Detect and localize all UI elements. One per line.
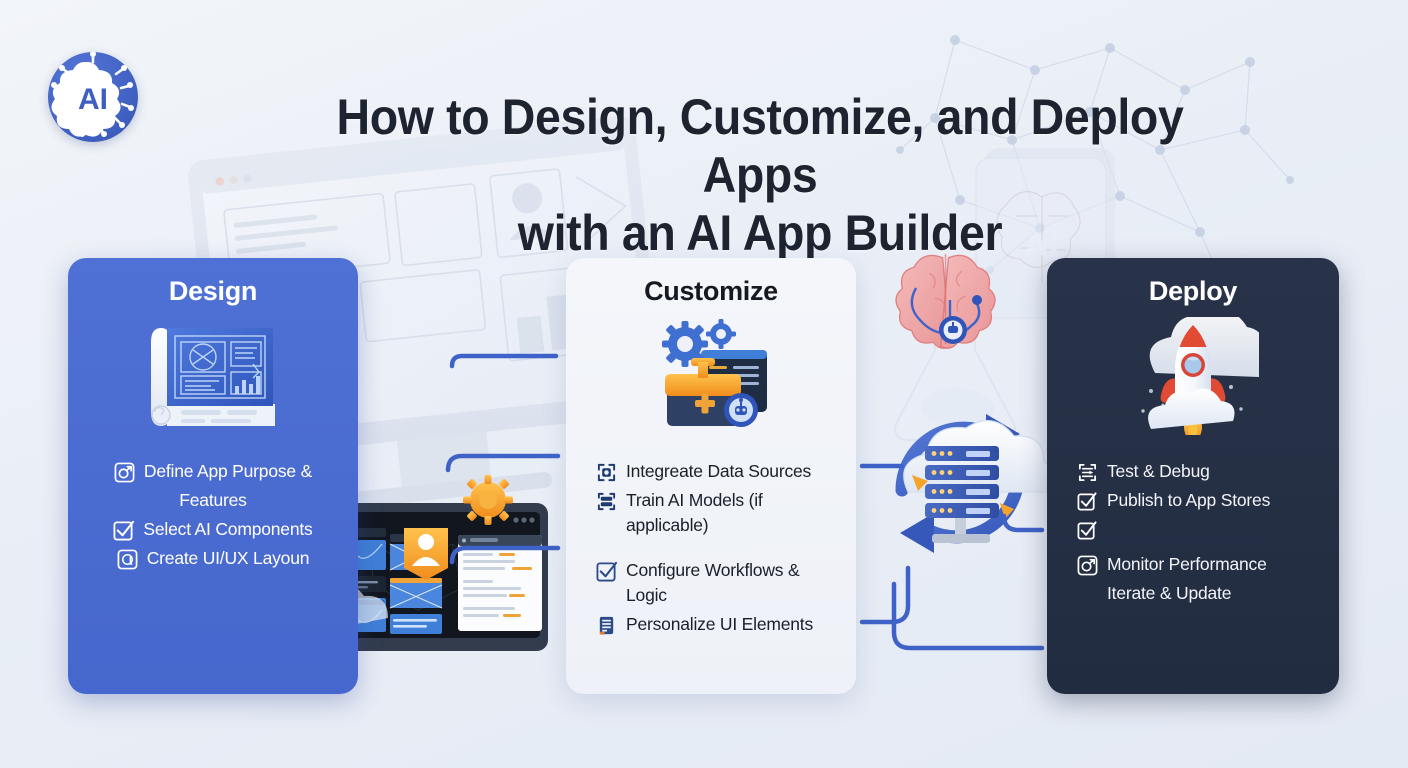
list-item-label: Features xyxy=(179,490,247,510)
list-item[interactable]: Select AI Components xyxy=(113,515,313,544)
list-item-label: Select AI Components xyxy=(143,519,313,539)
card-design-items: Define App Purpose & Features Select AI … xyxy=(84,457,342,573)
list-item[interactable]: Test & Debug xyxy=(1063,457,1323,486)
logo-text: AI xyxy=(78,83,108,116)
checkbox-checked-icon xyxy=(1077,491,1098,512)
title-line-2: with an AI App Builder xyxy=(517,205,1003,261)
logo-brain-icon: AI xyxy=(51,52,134,137)
list-item[interactable]: Monitor Performance xyxy=(1063,550,1323,579)
data-source-icon xyxy=(596,462,617,483)
list-spacer xyxy=(1063,543,1323,550)
card-customize-title: Customize xyxy=(644,276,778,306)
list-item[interactable]: Integreate Data Sources xyxy=(582,457,840,486)
list-item[interactable] xyxy=(1063,515,1323,543)
target-frame-icon xyxy=(114,462,135,483)
checkbox-checked-icon xyxy=(1077,520,1098,541)
list-item-label: Test & Debug xyxy=(1107,461,1210,481)
card-deploy-title: Deploy xyxy=(1148,276,1238,306)
toolbox-gears-icon xyxy=(649,317,773,435)
cloud-server-sync xyxy=(895,414,1056,553)
list-item-label: Create UI/UX Layoun xyxy=(146,548,310,568)
model-stack-icon xyxy=(596,491,617,512)
blueprint-icon xyxy=(145,317,281,435)
ui-elements-icon xyxy=(596,615,617,636)
list-item-label: Iterate & Update xyxy=(1107,583,1232,603)
checkbox-checked-icon xyxy=(596,561,618,582)
list-item[interactable]: Create UI/UX Layoun xyxy=(117,544,310,573)
card-customize-items: Integreate Data Sources Train AI Models … xyxy=(582,457,840,639)
layout-frame-icon xyxy=(117,549,138,570)
list-item[interactable]: Define App Purpose & xyxy=(114,457,312,486)
list-item[interactable]: Iterate & Update xyxy=(1063,579,1323,608)
list-item[interactable]: Configure Workflows & Logic xyxy=(582,556,840,610)
list-item-label: Configure Workflows & Logic xyxy=(626,560,800,605)
card-design-title: Design xyxy=(168,276,258,306)
list-item-label: Personalize UI Elements xyxy=(626,614,814,634)
list-item[interactable]: Train AI Models (if applicable) xyxy=(582,486,840,540)
list-item[interactable]: Personalize UI Elements xyxy=(582,610,840,639)
rocket-launch-icon xyxy=(1127,317,1259,435)
list-item-label: Integreate Data Sources xyxy=(626,461,812,481)
ai-brain-logo: AI xyxy=(48,52,138,142)
card-design[interactable]: Design xyxy=(68,258,358,694)
title-line-1: How to Design, Customize, and Deploy App… xyxy=(336,89,1184,203)
page-title: How to Design, Customize, and Deploy App… xyxy=(295,88,1225,262)
debug-frame-icon xyxy=(1077,462,1098,483)
card-deploy-items: Test & Debug Publish to App Stores Monit… xyxy=(1063,457,1323,608)
list-spacer xyxy=(582,540,840,556)
list-item-label: Publish to App Stores xyxy=(1107,490,1271,510)
list-item-label: Define App Purpose & xyxy=(143,461,313,481)
list-item-label: Train AI Models (if applicable) xyxy=(626,490,763,535)
list-item-label: Monitor Performance xyxy=(1107,554,1267,574)
list-item[interactable]: Features xyxy=(179,486,247,515)
brain-illustration xyxy=(895,253,996,349)
list-item[interactable]: Publish to App Stores xyxy=(1063,486,1323,515)
monitor-gauge-icon xyxy=(1077,555,1098,576)
checkbox-checked-icon xyxy=(113,520,135,541)
card-deploy[interactable]: Deploy Test & Debug xyxy=(1047,258,1339,694)
card-customize[interactable]: Customize xyxy=(566,258,856,694)
